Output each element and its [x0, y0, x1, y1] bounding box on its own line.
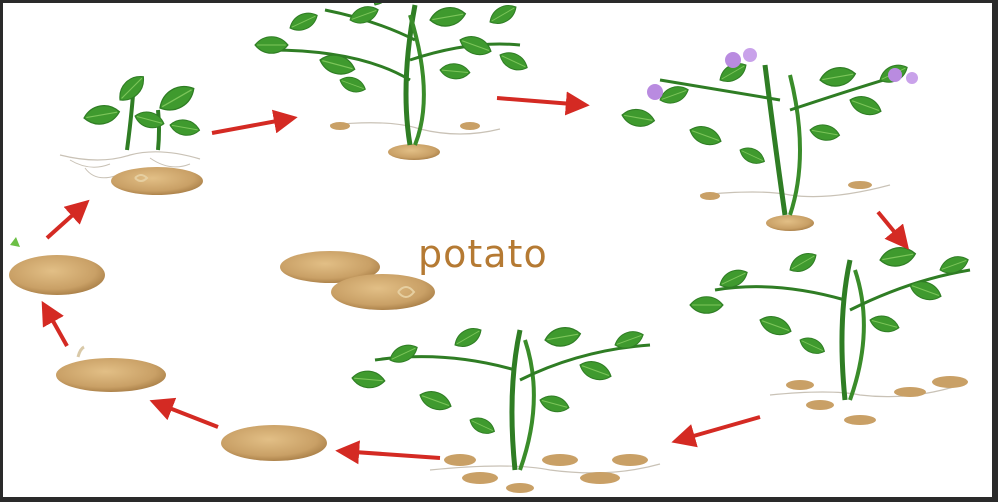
arrow-icon	[340, 451, 440, 458]
mature-plant-icon	[690, 245, 971, 425]
tuber-forming-plant-icon	[351, 324, 660, 493]
sprouting-tuber-icon	[56, 347, 166, 392]
seedling-icon	[60, 71, 203, 195]
tuber-icon	[221, 425, 327, 461]
flowering-plant-icon	[621, 48, 918, 231]
seed-potato-icon	[9, 237, 105, 295]
diagram-title: potato	[418, 232, 548, 276]
arrow-icon	[47, 203, 86, 238]
center-potatoes-icon	[280, 251, 435, 310]
arrow-icon	[878, 212, 906, 246]
arrow-icon	[154, 402, 218, 427]
arrow-icon	[497, 98, 585, 105]
young-plant-icon	[255, 0, 530, 160]
arrow-icon	[676, 417, 760, 441]
arrow-icon	[212, 118, 293, 133]
arrow-icon	[44, 305, 67, 346]
